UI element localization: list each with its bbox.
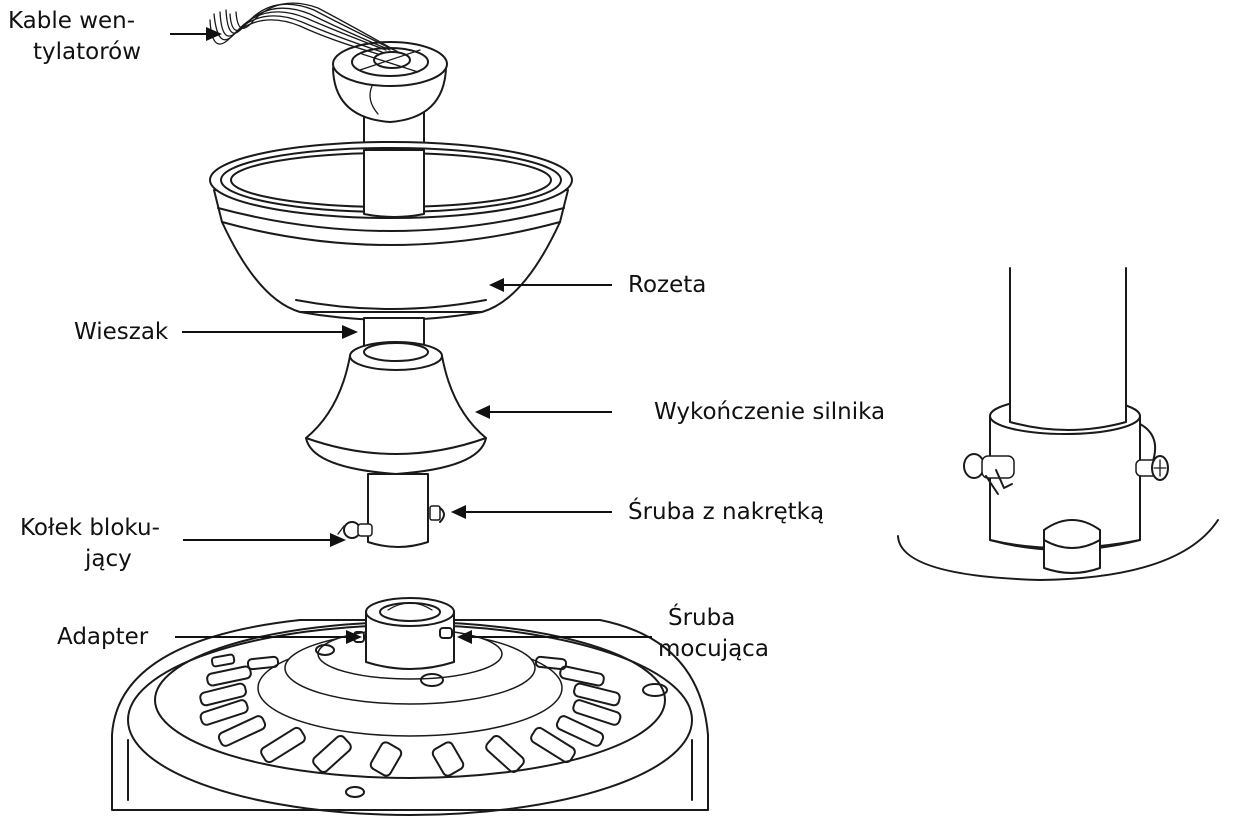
label-fan-wires: Kable wen- tylatorów — [8, 6, 141, 68]
label-bolt-nut: Śruba z nakrętką — [628, 499, 825, 525]
locking-pin-part — [337, 521, 373, 539]
detail-bolt — [1135, 455, 1169, 481]
label-locking-pin-line-1: Kołek bloku- — [20, 515, 160, 541]
detail-locking-pin — [963, 453, 1015, 495]
hanger-ball — [332, 41, 448, 123]
leader-arrows — [170, 27, 652, 644]
label-hanger: Wieszak — [74, 319, 169, 345]
motor-cover-part — [305, 317, 487, 475]
label-adapter: Adapter — [57, 624, 149, 650]
detail-inset — [897, 267, 1219, 581]
label-mounting-screw-line-1: Śruba — [668, 605, 736, 631]
label-fan-wires-line-1: Kable wen- — [8, 8, 136, 34]
adapter-part — [353, 597, 455, 670]
label-locking-pin: Kołek bloku- jący — [20, 513, 160, 575]
lower-rod — [337, 473, 445, 548]
label-motor-cover: Wykończenie silnika — [654, 399, 886, 425]
label-mounting-screw: Śruba mocująca — [658, 603, 769, 665]
label-canopy: Rozeta — [628, 272, 707, 298]
vent-slots — [199, 653, 622, 777]
label-fan-wires-line-2: tylatorów — [33, 39, 142, 65]
label-mounting-screw-line-2: mocująca — [658, 636, 769, 662]
bolt-part — [429, 505, 445, 523]
label-locking-pin-line-2: jący — [85, 546, 132, 572]
canopy-part — [209, 141, 573, 321]
fan-wires — [209, 2, 399, 55]
